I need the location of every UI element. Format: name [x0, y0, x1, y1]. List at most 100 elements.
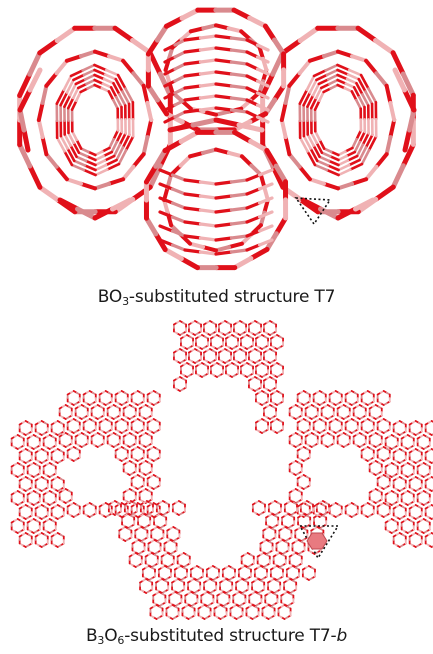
- bond: [147, 50, 163, 77]
- bond: [109, 86, 118, 99]
- bond: [158, 210, 175, 219]
- bond: [307, 54, 326, 63]
- bond: [351, 137, 358, 150]
- bond: [82, 168, 97, 177]
- bond: [257, 196, 274, 205]
- bond: [27, 163, 43, 190]
- caption-bo3-post: -substituted structure T7: [128, 287, 336, 307]
- bond: [66, 96, 75, 110]
- bond: [173, 62, 187, 71]
- bond: [121, 58, 136, 76]
- bond: [170, 243, 187, 252]
- bond: [272, 83, 287, 103]
- bond: [229, 108, 249, 114]
- bond: [188, 150, 206, 159]
- bond: [198, 106, 218, 112]
- bond: [328, 155, 340, 162]
- bond: [353, 140, 362, 154]
- bond: [337, 154, 348, 162]
- bond: [337, 163, 351, 172]
- bond: [229, 36, 249, 42]
- bond: [255, 67, 270, 76]
- bond: [173, 38, 187, 47]
- b3o6-structure-panel: [0, 318, 433, 624]
- bond: [179, 29, 193, 42]
- bond: [229, 248, 249, 254]
- caption-b3o6-post: O: [104, 626, 118, 646]
- bond: [348, 162, 364, 171]
- bond: [201, 109, 218, 117]
- bond: [283, 135, 292, 157]
- bond: [37, 38, 60, 56]
- bond: [245, 86, 260, 95]
- bond: [248, 246, 270, 261]
- bond: [102, 77, 115, 85]
- bond: [400, 71, 416, 98]
- bond: [72, 141, 81, 154]
- bond: [201, 245, 218, 253]
- bond: [239, 154, 254, 168]
- bond: [163, 115, 177, 124]
- bond: [302, 91, 312, 107]
- bond: [226, 241, 244, 250]
- bond: [229, 234, 249, 240]
- bond: [214, 34, 234, 40]
- bond: [183, 192, 203, 198]
- bond: [392, 67, 407, 93]
- bond: [55, 88, 66, 106]
- bond: [229, 84, 249, 90]
- bond: [67, 131, 75, 145]
- bond: [115, 95, 123, 109]
- bond: [165, 172, 174, 190]
- bond: [257, 210, 274, 219]
- bond: [329, 83, 339, 90]
- bond: [112, 25, 136, 43]
- bond: [183, 248, 203, 254]
- bond: [201, 147, 218, 155]
- bond: [310, 131, 318, 145]
- bond: [279, 118, 288, 140]
- bond: [318, 138, 326, 150]
- bond: [63, 94, 72, 109]
- bond: [245, 201, 262, 210]
- bond: [170, 173, 187, 182]
- bond: [44, 71, 59, 88]
- bond: [388, 100, 397, 122]
- bond: [72, 73, 86, 82]
- bond: [322, 87, 332, 94]
- bond: [229, 220, 249, 226]
- bond: [320, 151, 332, 158]
- bond: [309, 147, 319, 163]
- bond: [245, 50, 260, 59]
- caption-bo3: BO3-substituted structure T7: [0, 287, 433, 307]
- bond: [214, 222, 234, 228]
- bond: [264, 147, 279, 169]
- bond: [158, 168, 175, 177]
- bond: [27, 50, 43, 77]
- bond: [255, 55, 270, 64]
- bond: [169, 163, 183, 177]
- bond: [131, 152, 146, 169]
- bond: [346, 154, 359, 162]
- bond: [298, 88, 309, 106]
- bond: [198, 180, 218, 186]
- bond: [86, 83, 96, 90]
- bond: [141, 83, 150, 105]
- bond: [145, 37, 160, 57]
- bond: [131, 71, 146, 88]
- bond: [344, 146, 354, 153]
- bond: [245, 243, 262, 252]
- bond: [153, 148, 168, 169]
- caption-bo3-pre: BO: [97, 287, 123, 307]
- bond: [108, 137, 115, 150]
- bond: [407, 107, 417, 133]
- caption-b3o6-sub2: 6: [117, 634, 125, 647]
- bond: [245, 38, 260, 47]
- bond: [337, 159, 350, 167]
- bond: [255, 103, 270, 112]
- bond: [262, 185, 270, 202]
- bond: [354, 98, 363, 111]
- bond: [430, 448, 433, 451]
- bond: [279, 100, 288, 122]
- bond: [64, 177, 83, 186]
